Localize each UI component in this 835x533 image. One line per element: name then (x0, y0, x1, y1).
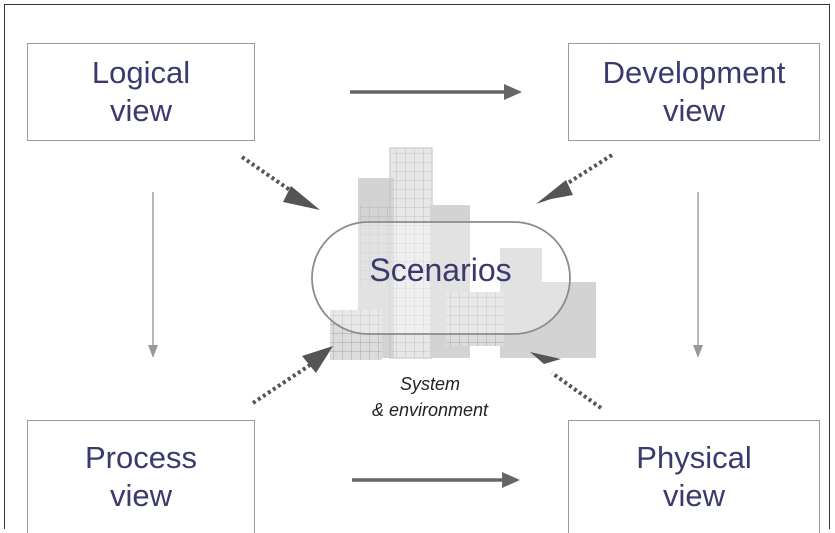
horizontal-arrows (350, 84, 522, 488)
scenarios-label: Scenarios (369, 252, 512, 288)
diagram-frame (4, 4, 830, 529)
development-view-label: Development view (602, 55, 786, 128)
vertical-arrows (148, 192, 703, 358)
building-illustration (330, 147, 596, 360)
process-view-box: Process view (27, 420, 255, 533)
process-view-label: Process view (85, 440, 197, 513)
physical-view-box: Physical view (568, 420, 820, 533)
system-environment-label: System & environment (371, 374, 489, 420)
development-view-box: Development view (568, 43, 820, 141)
scenarios-ellipse (311, 221, 571, 335)
physical-view-label: Physical view (636, 440, 752, 513)
dotted-arrow-heads (283, 180, 573, 373)
logical-view-label: Logical view (91, 55, 191, 128)
logical-view-box: Logical view (27, 43, 255, 141)
